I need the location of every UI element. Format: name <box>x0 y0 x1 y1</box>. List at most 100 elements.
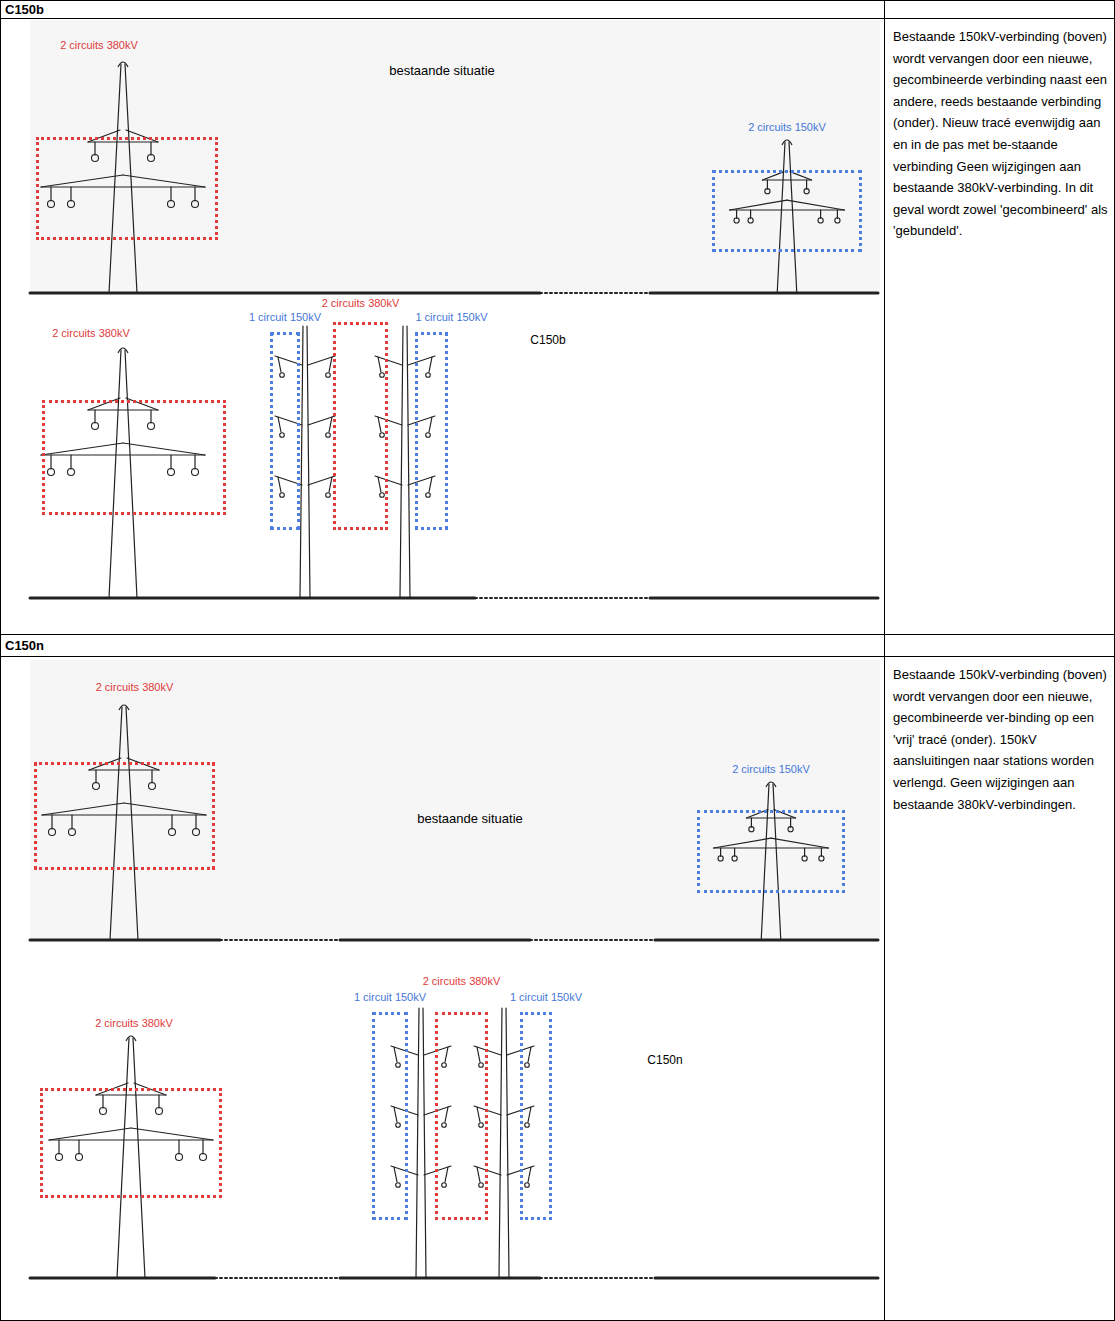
tower-stroke <box>49 1128 131 1140</box>
insulator <box>148 423 155 430</box>
tower-stroke <box>477 1167 480 1182</box>
tower-stroke <box>714 838 771 848</box>
tower-stroke <box>150 142 151 155</box>
tower-stroke <box>94 410 95 423</box>
tower-stroke <box>102 1095 103 1108</box>
panel-caption: bestaande situatie <box>389 63 495 78</box>
insulator <box>176 1154 183 1161</box>
tower-stroke <box>789 142 797 293</box>
insulator <box>48 201 55 208</box>
circuit-label: 2 circuits 380kV <box>60 39 138 52</box>
tower-stroke <box>528 1047 531 1062</box>
tower-stroke <box>329 357 332 372</box>
insulator <box>525 1123 530 1128</box>
table-rule <box>0 634 1115 635</box>
insulator <box>280 433 285 438</box>
insulator <box>56 1154 63 1161</box>
tower-stroke <box>300 326 303 598</box>
tower-stroke <box>42 803 124 815</box>
tower-stroke <box>416 1008 419 1278</box>
insulator <box>442 1183 447 1188</box>
tower-stroke <box>736 210 737 218</box>
tower-stroke <box>655 939 878 942</box>
insulator <box>200 1154 207 1161</box>
insulator <box>148 155 155 162</box>
tower-stroke <box>329 417 332 432</box>
insulator <box>69 829 76 836</box>
tower-stroke <box>89 769 159 770</box>
tower-stroke <box>763 179 812 180</box>
tower-stroke <box>95 770 96 783</box>
tower-stroke <box>378 477 381 492</box>
insulator <box>192 469 199 476</box>
insulator <box>732 856 737 861</box>
tower-stroke <box>777 142 785 293</box>
tower-stroke <box>540 1277 655 1279</box>
tower-stroke <box>477 1107 480 1122</box>
insulator <box>380 433 385 438</box>
tower-stroke <box>123 443 205 455</box>
tower-stroke <box>41 175 123 187</box>
insulator <box>718 856 723 861</box>
insulator <box>168 469 175 476</box>
tower-stroke <box>407 326 410 598</box>
tower-stroke <box>278 477 281 492</box>
insulator <box>804 189 809 194</box>
insulator <box>765 189 770 194</box>
tower-stroke <box>125 64 137 293</box>
insulator <box>525 1183 530 1188</box>
circuit-box: 2 circuits 380kV <box>42 400 226 515</box>
insulator <box>168 201 175 208</box>
tower-stroke <box>70 187 71 201</box>
tower-stroke <box>506 1008 509 1278</box>
tower-stroke <box>88 130 120 142</box>
circuit-box: 1 circuit 150kV <box>372 1012 408 1220</box>
tower-stroke <box>499 1008 502 1278</box>
tower-stroke <box>307 326 310 598</box>
insulator <box>818 218 823 223</box>
tower-top <box>782 140 792 145</box>
tower-stroke <box>750 210 751 218</box>
insulator <box>802 856 807 861</box>
circuit-label: 1 circuit 150kV <box>249 311 321 324</box>
insulator <box>396 1123 401 1128</box>
tower-stroke <box>151 770 152 783</box>
table-heading: C150n <box>5 638 44 653</box>
tower-stroke <box>394 1167 397 1182</box>
tower-stroke <box>109 350 121 598</box>
circuit-label: 1 circuit 150kV <box>510 991 582 1004</box>
tower-top <box>126 1036 136 1041</box>
tower-stroke <box>429 357 432 372</box>
tower-stroke <box>126 130 158 142</box>
insulator <box>92 423 99 430</box>
tower-stroke <box>109 64 121 293</box>
tower-stroke <box>790 818 791 827</box>
insulator <box>48 469 55 476</box>
tower-stroke <box>730 200 787 210</box>
tower-stroke <box>747 817 796 818</box>
circuit-label: 2 circuits 380kV <box>95 1017 173 1030</box>
insulator <box>76 1154 83 1161</box>
tower-stroke <box>88 141 158 142</box>
tower-stroke <box>42 814 206 815</box>
tower-stroke <box>30 939 220 942</box>
insulator <box>819 856 824 861</box>
insulator <box>426 493 431 498</box>
tower-stroke <box>475 597 650 599</box>
tower-stroke <box>655 1277 878 1280</box>
tower-stroke <box>96 1094 166 1095</box>
tower-stroke <box>394 1107 397 1122</box>
tower-stroke <box>30 292 540 295</box>
tower-stroke <box>30 1277 215 1280</box>
insulator <box>479 1183 484 1188</box>
table-rule <box>0 18 1115 19</box>
insulator <box>68 201 75 208</box>
tower-stroke <box>804 848 805 856</box>
circuit-label: 2 circuits 150kV <box>732 763 810 776</box>
tower-stroke <box>423 1008 426 1278</box>
tower-stroke <box>131 1128 213 1140</box>
tower-stroke <box>51 815 52 829</box>
insulator <box>442 1123 447 1128</box>
